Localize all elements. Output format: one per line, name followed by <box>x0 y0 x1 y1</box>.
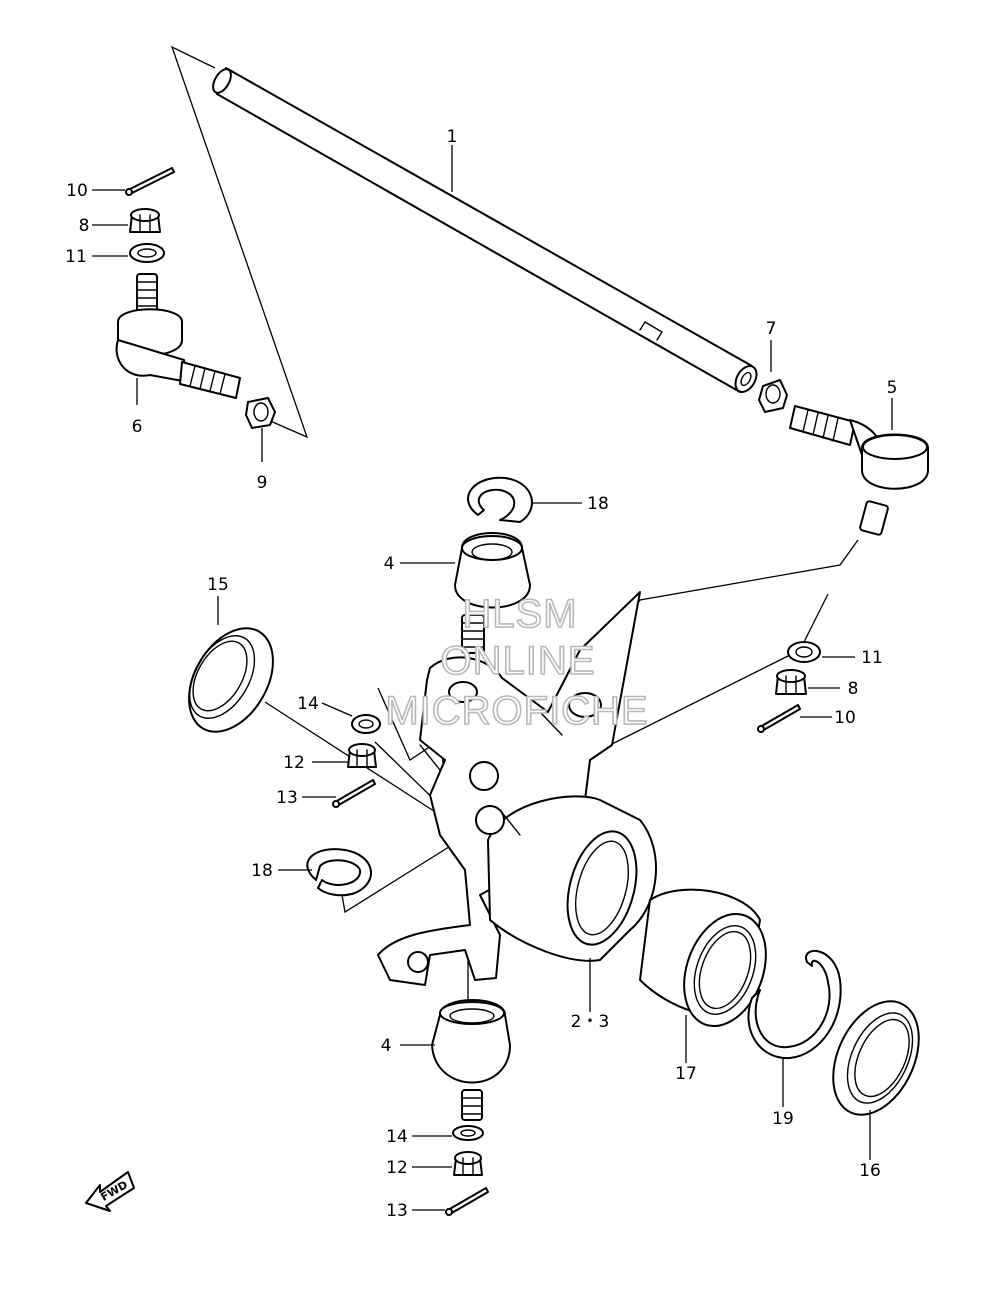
castle-nut-lower <box>453 1151 483 1176</box>
callout-11: 11 <box>861 648 883 668</box>
tie-rod-end-left <box>115 273 241 399</box>
callout-14: 14 <box>386 1127 408 1147</box>
callout-13: 13 <box>276 788 298 808</box>
oil-seal-left <box>188 627 274 733</box>
callout-15: 15 <box>207 575 229 595</box>
washer-upper-knuckle <box>351 714 381 734</box>
cotter-pin-right <box>757 704 801 733</box>
callout-12: 12 <box>386 1158 408 1178</box>
steering-knuckle <box>377 591 657 986</box>
wheel-bearing <box>639 888 767 1028</box>
circlip-upper <box>467 476 533 523</box>
watermark-line2: ONLINE <box>441 639 596 683</box>
castle-nut-upper-left <box>129 208 161 233</box>
tie-rod <box>212 67 758 393</box>
washer-right <box>787 641 821 663</box>
washer-upper-left <box>129 243 165 263</box>
circlip-lower <box>747 949 842 1060</box>
callout-12: 12 <box>283 753 305 773</box>
cotter-pin-lower <box>445 1187 489 1216</box>
callout-6: 6 <box>132 417 143 437</box>
callout-10: 10 <box>66 181 88 201</box>
ball-joint-lower <box>431 999 511 1121</box>
callout-13: 13 <box>386 1201 408 1221</box>
leader-lines <box>92 145 893 1211</box>
cotter-pin-upper-left <box>125 167 175 196</box>
callout-5: 5 <box>887 378 898 398</box>
callout-labels: 1 10 8 11 6 9 7 5 18 4 15 11 8 10 14 12 … <box>65 127 897 1221</box>
fwd-arrow-icon <box>85 1171 135 1212</box>
ball-joint-upper <box>454 532 531 654</box>
callout-4: 4 <box>384 554 395 574</box>
callout-2-3: 2・3 <box>571 1012 610 1032</box>
washer-lower <box>452 1125 484 1141</box>
callout-7: 7 <box>766 319 777 339</box>
callout-10: 10 <box>834 708 856 728</box>
nut-right <box>758 379 788 413</box>
callout-18: 18 <box>587 494 609 514</box>
callout-14: 14 <box>297 694 319 714</box>
callout-8: 8 <box>79 216 90 236</box>
callout-18: 18 <box>251 861 273 881</box>
callout-1: 1 <box>447 127 458 147</box>
castle-nut-right <box>775 669 807 695</box>
watermark: HLSM ONLINE MICROFICHE <box>385 591 649 734</box>
fwd-arrow: FWD <box>85 1171 135 1212</box>
callout-17: 17 <box>675 1064 697 1084</box>
nut-left <box>245 397 276 429</box>
oil-seal-right <box>832 1000 920 1116</box>
castle-nut-upper-knuckle <box>347 743 377 768</box>
callout-19: 19 <box>772 1109 794 1129</box>
callout-8: 8 <box>848 679 859 699</box>
watermark-line3: MICROFICHE <box>385 689 648 733</box>
callout-9: 9 <box>257 473 268 493</box>
tie-rod-end-right <box>789 405 929 536</box>
cotter-pin-upper-knuckle <box>332 779 376 808</box>
callout-16: 16 <box>859 1161 881 1181</box>
circlip-middle <box>306 848 372 897</box>
callout-11: 11 <box>65 247 87 267</box>
callout-4: 4 <box>381 1036 392 1056</box>
watermark-line1: HLSM <box>462 592 577 636</box>
